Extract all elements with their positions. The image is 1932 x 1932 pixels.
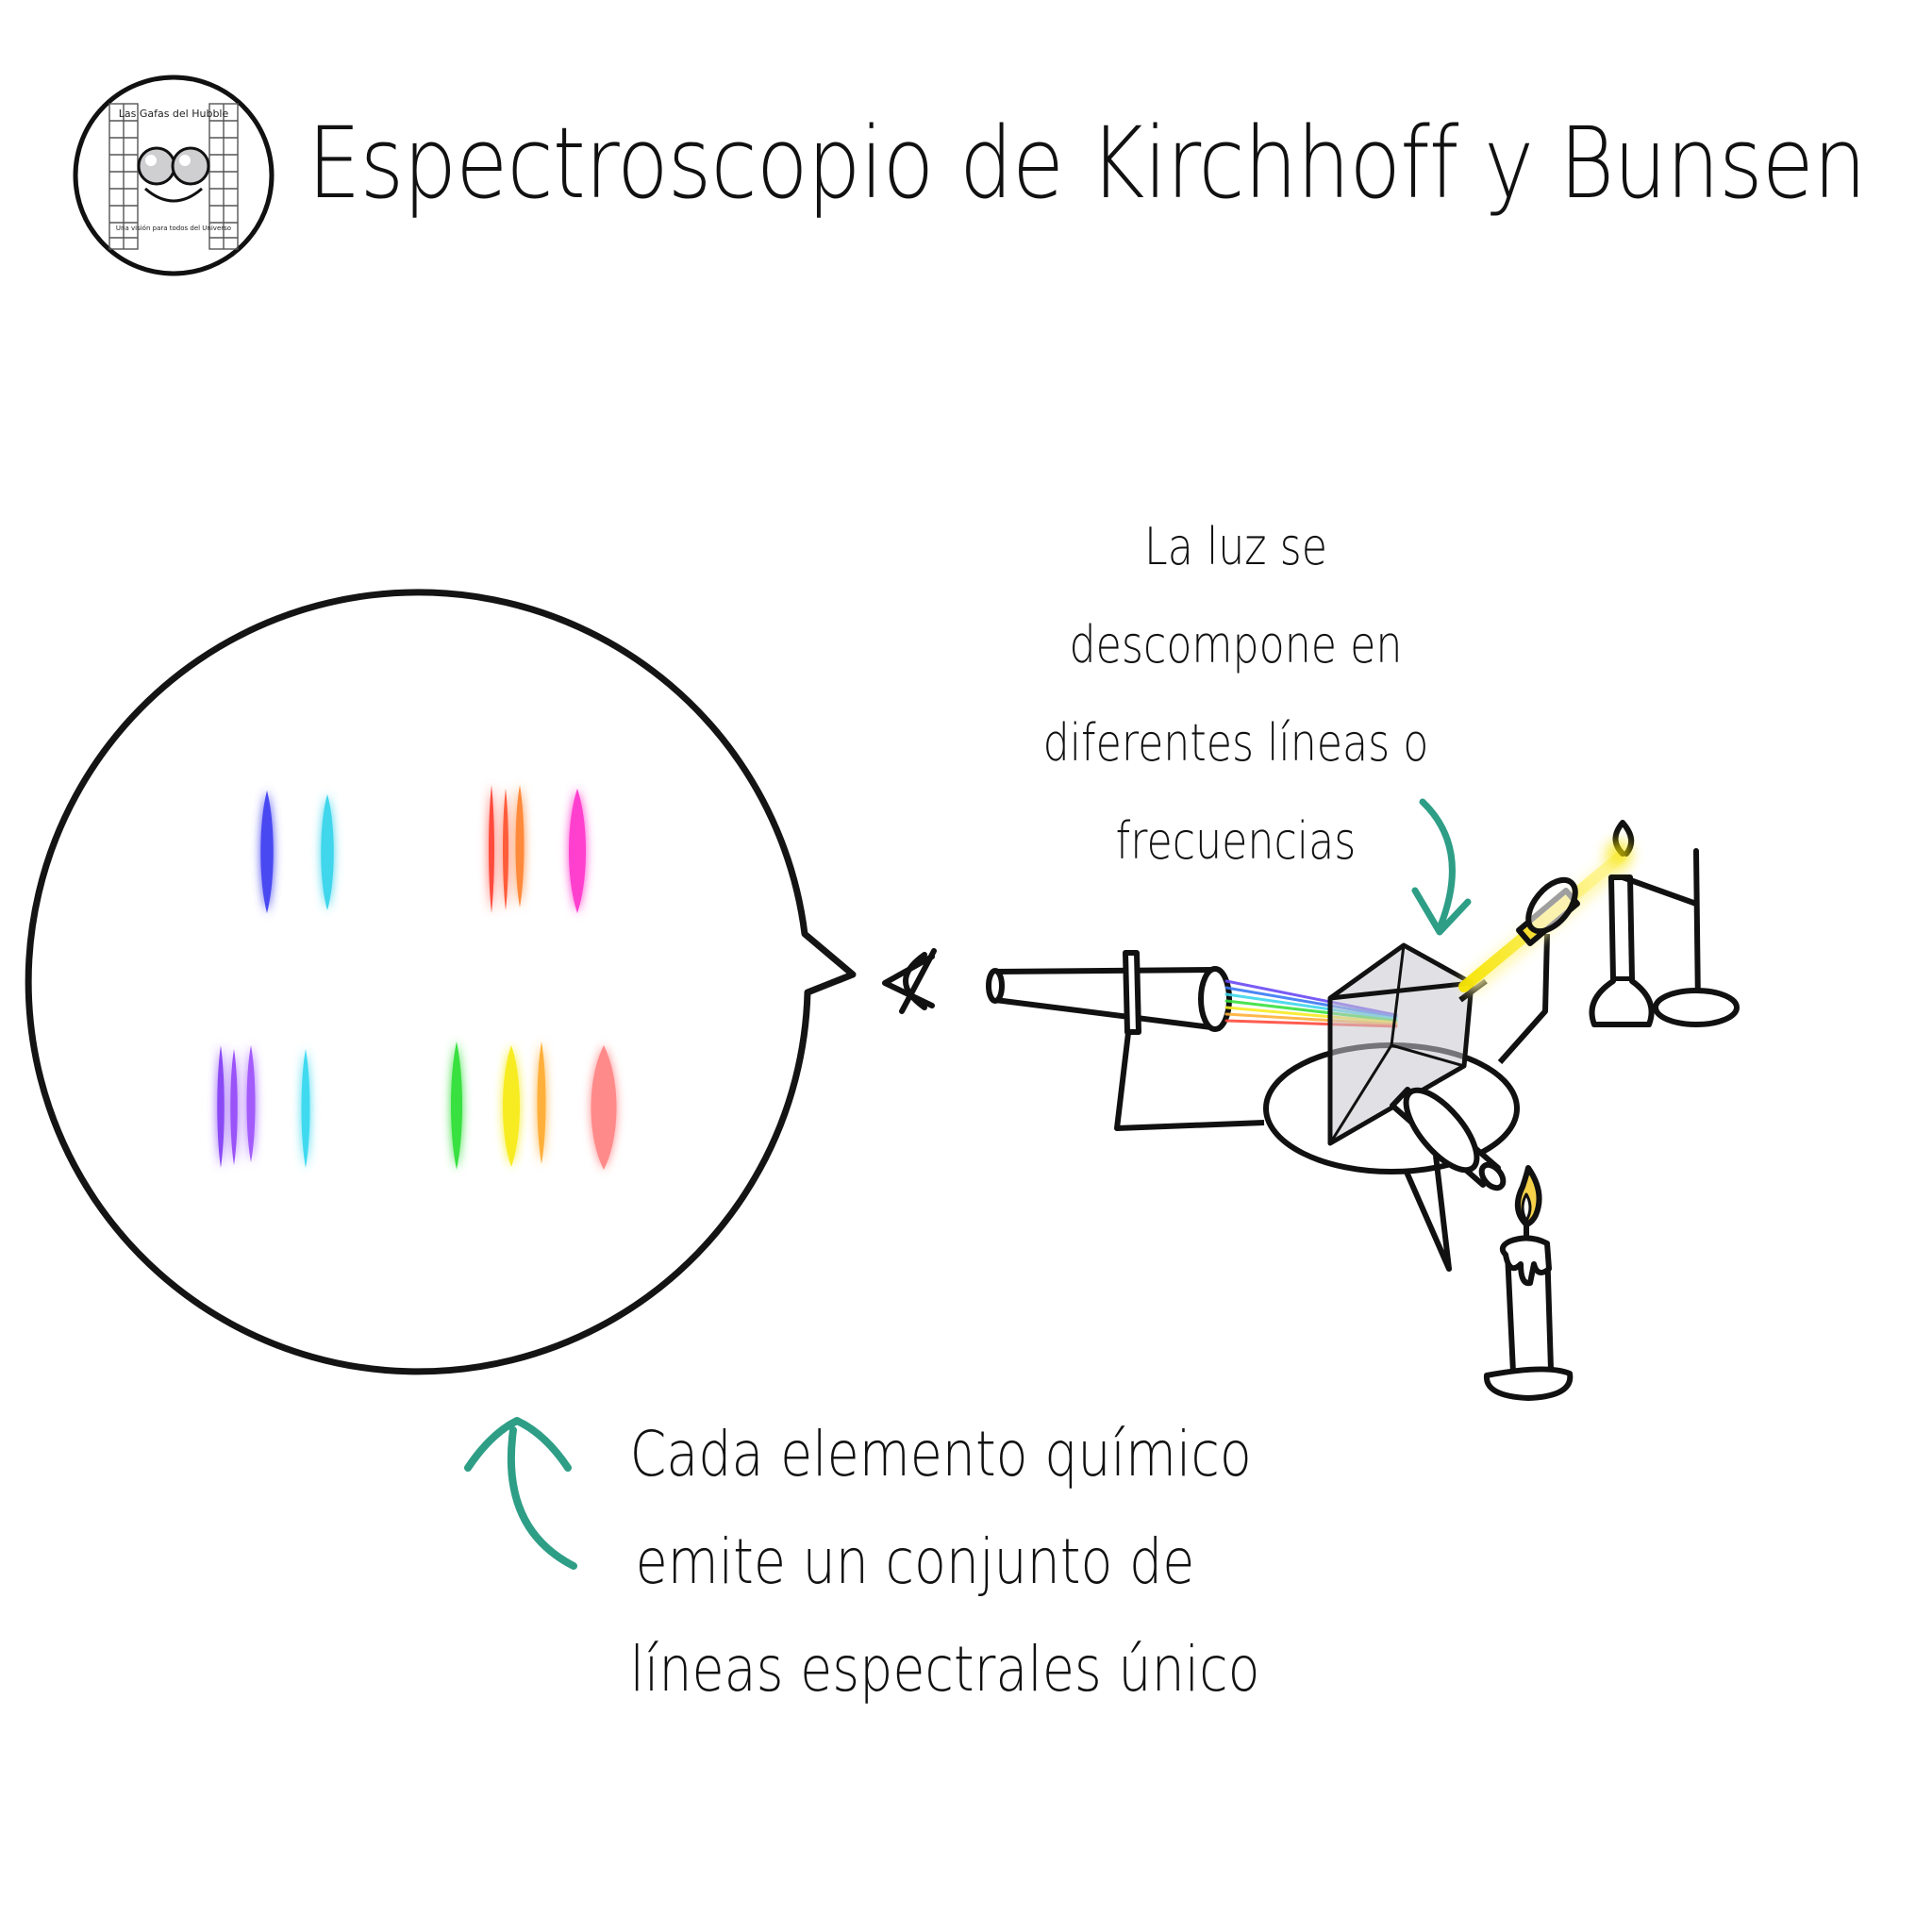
note-line: diferentes líneas o — [1042, 713, 1429, 773]
spectral-line — [451, 1041, 462, 1170]
spectral-line — [591, 1045, 617, 1170]
spectral-lines — [217, 785, 617, 1170]
spectral-line — [260, 791, 274, 913]
candle-icon — [1483, 1165, 1574, 1401]
spectral-line — [230, 1049, 238, 1165]
logo-badge: Las Gafas del Hubble Una visión para tod… — [73, 75, 275, 276]
spectral-line — [503, 789, 508, 910]
spectral-line — [503, 1045, 520, 1167]
arrow-icon — [1411, 798, 1472, 936]
prism-icon — [1327, 942, 1474, 1146]
spectral-line — [321, 794, 334, 910]
flame-glow — [1606, 841, 1632, 867]
spectral-line — [569, 789, 586, 913]
note-light-decomposition: La luz se descompone en diferentes línea… — [1042, 498, 1429, 891]
spectral-line — [301, 1049, 310, 1168]
spectral-line — [489, 785, 494, 913]
note-line: emite un conjunto de — [635, 1525, 1195, 1598]
page-title: Espectroscopio de Kirchhoff y Bunsen — [308, 106, 1867, 221]
note-line: Cada elemento químico — [629, 1418, 1252, 1491]
note-line: frecuencias — [1115, 811, 1357, 871]
arrow-icon — [464, 1417, 577, 1570]
spectral-line — [246, 1045, 256, 1162]
stand-leg — [1403, 1155, 1452, 1272]
eye-icon — [882, 948, 937, 1014]
logo-top-text: Las Gafas del Hubble — [119, 108, 229, 120]
note-line: descompone en — [1069, 615, 1403, 675]
note-line: La luz se — [1144, 517, 1327, 576]
note-line: líneas espectrales único — [629, 1633, 1260, 1706]
collimator-icon — [1390, 1087, 1507, 1191]
note-unique-lines: Cada elemento químico emite un conjunto … — [629, 1401, 1260, 1724]
lens-icon — [1516, 876, 1580, 946]
spectral-line — [217, 1045, 225, 1168]
spectral-line — [515, 785, 525, 908]
spectral-line — [537, 1041, 546, 1164]
telescope-icon — [986, 950, 1265, 1131]
speech-bubble — [25, 589, 857, 1375]
burner-icon — [1589, 820, 1740, 1027]
logo-bottom-text: Una visión para todos del Universo — [116, 225, 231, 232]
